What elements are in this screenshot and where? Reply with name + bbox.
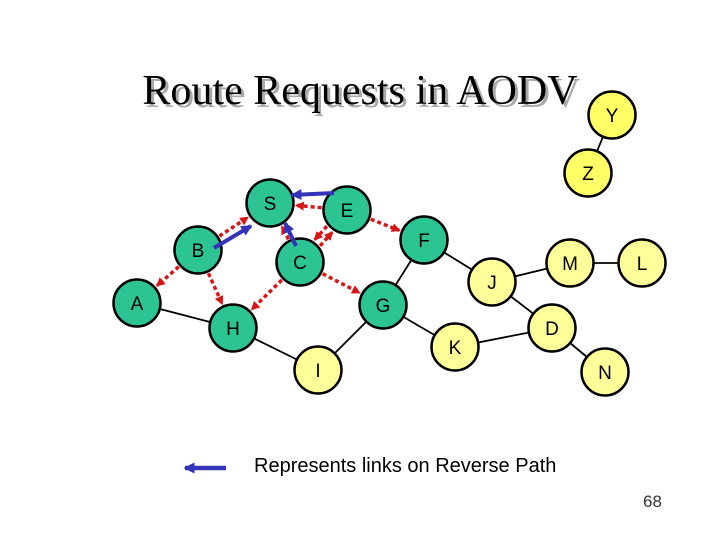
graph-node-Z: [563, 148, 613, 198]
node-label-M: M: [562, 254, 578, 275]
route-request-arrow-C-H: [250, 278, 284, 311]
graph-node-N: [580, 347, 630, 397]
route-request-arrow-E-S: [294, 201, 322, 211]
node-label-D: D: [545, 319, 559, 340]
node-label-A: A: [131, 294, 144, 315]
route-request-arrow-C-G: [321, 272, 361, 295]
node-label-E: E: [341, 201, 354, 222]
graph-node-G: [358, 280, 408, 330]
route-request-arrow-B-H: [206, 272, 224, 306]
graph-node-H: [208, 303, 258, 353]
node-label-Y: Y: [606, 106, 619, 127]
node-label-J: J: [487, 273, 497, 294]
node-label-H: H: [226, 319, 240, 340]
graph-node-D: [527, 303, 577, 353]
node-label-L: L: [637, 254, 648, 275]
graph-node-F: [399, 215, 449, 265]
graph-node-I: [293, 345, 343, 395]
node-label-B: B: [192, 241, 205, 262]
reverse-path-arrow-C-S: [283, 221, 298, 247]
graph-node-Y: [587, 90, 637, 140]
legend-label: Represents links on Reverse Path: [254, 454, 557, 477]
graph-node-A: [112, 278, 162, 328]
reverse-path-arrow-B-S: [212, 224, 253, 250]
node-label-Z: Z: [582, 164, 594, 185]
node-label-K: K: [449, 338, 462, 359]
route-request-arrow-B-A: [155, 265, 180, 287]
graph-node-L: [617, 238, 667, 288]
graph-node-J: [467, 257, 517, 307]
reverse-path-arrow-icon: [183, 462, 226, 474]
route-request-arrow-E-C: [313, 225, 329, 241]
route-request-arrow-E-F: [370, 217, 401, 233]
route-request-arrow-B-S: [218, 216, 250, 238]
node-label-G: G: [376, 296, 391, 317]
graph-node-M: [545, 238, 595, 288]
route-request-arrow-C-E: [318, 231, 334, 247]
node-label-I: I: [315, 361, 320, 382]
graph-node-K: [430, 322, 480, 372]
graph-node-C: [275, 237, 325, 287]
node-label-F: F: [418, 231, 430, 252]
page-number: 68: [643, 492, 662, 511]
reverse-path-arrow-E-S: [290, 189, 335, 201]
graph-node-B: [173, 225, 223, 275]
slide-title: Route Requests in AODV: [142, 68, 578, 114]
node-label-N: N: [598, 363, 612, 384]
reverse-path-legend: Represents links on Reverse Path: [176, 452, 556, 480]
graph-node-S: [245, 178, 295, 228]
node-label-S: S: [264, 194, 277, 215]
node-label-C: C: [293, 253, 307, 274]
graph-node-E: [322, 185, 372, 235]
